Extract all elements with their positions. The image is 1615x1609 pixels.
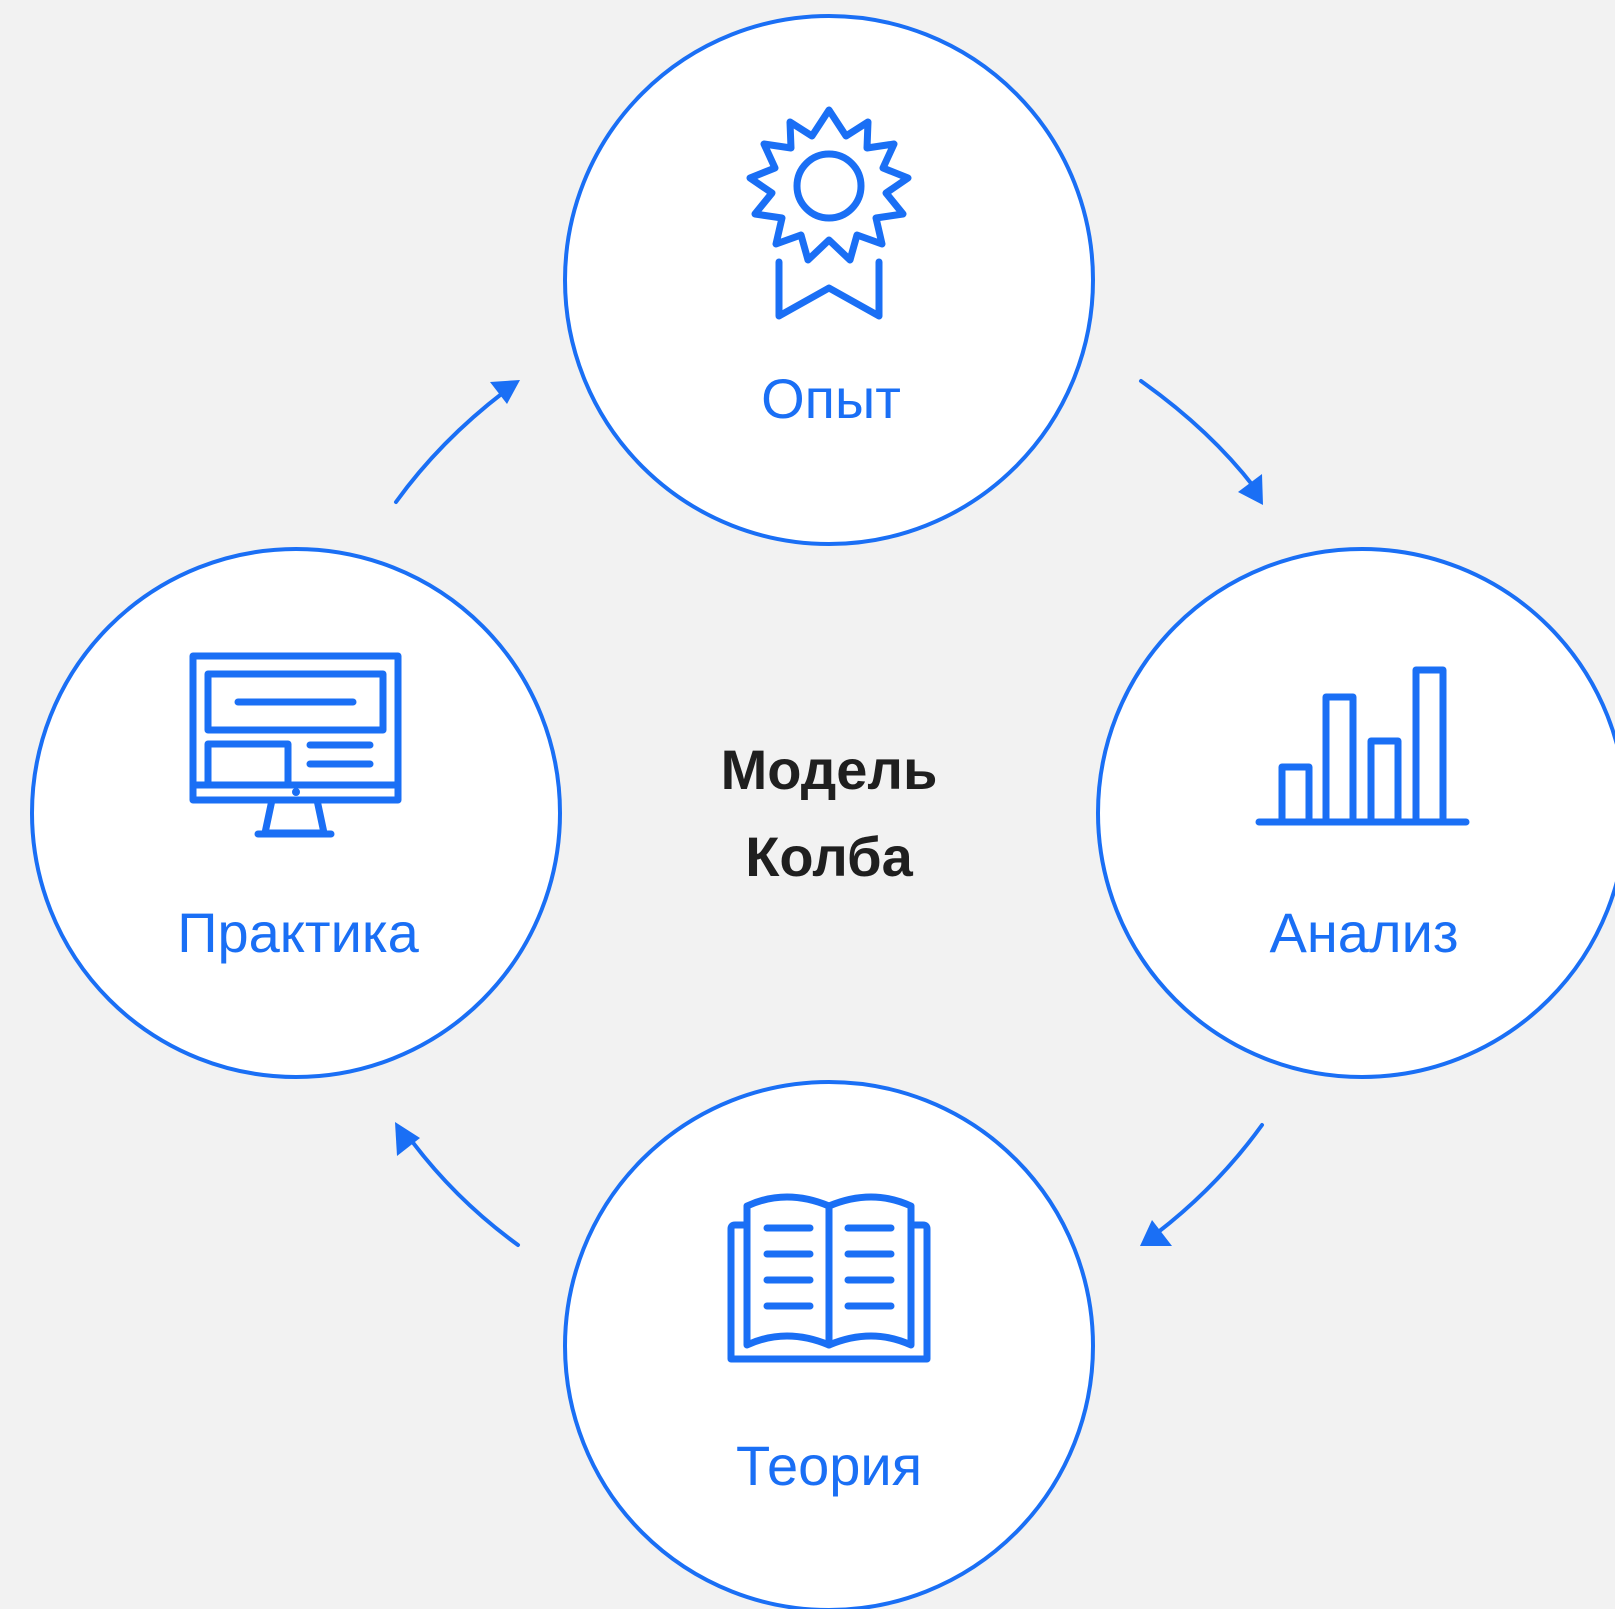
node-experience-label: Опыт: [761, 367, 901, 430]
node-experience: Опыт: [563, 14, 1095, 546]
node-practice-circle: [30, 547, 562, 1079]
award-ribbon-icon: [746, 106, 912, 320]
node-experience-circle: [563, 14, 1095, 546]
node-theory: Теория: [563, 1080, 1095, 1609]
node-practice: Практика: [30, 547, 562, 1079]
center-title: Модель Колба: [721, 738, 938, 888]
bar-chart-icon: [1255, 666, 1470, 826]
open-book-icon: [727, 1193, 931, 1363]
node-theory-label: Теория: [736, 1434, 922, 1497]
arrow-practice-to-experience: [394, 380, 520, 504]
arrow-theory-to-practice: [395, 1122, 520, 1247]
node-analysis-label: Анализ: [1269, 901, 1458, 964]
node-practice-label: Практика: [177, 901, 419, 964]
center-title-line1: Модель: [721, 738, 938, 801]
node-analysis: Анализ: [1096, 547, 1615, 1079]
computer-monitor-icon: [189, 652, 402, 838]
arrow-analysis-to-theory: [1140, 1123, 1264, 1246]
arrow-experience-to-analysis: [1139, 379, 1263, 505]
node-analysis-circle: [1096, 547, 1615, 1079]
center-title-line2: Колба: [745, 825, 913, 888]
